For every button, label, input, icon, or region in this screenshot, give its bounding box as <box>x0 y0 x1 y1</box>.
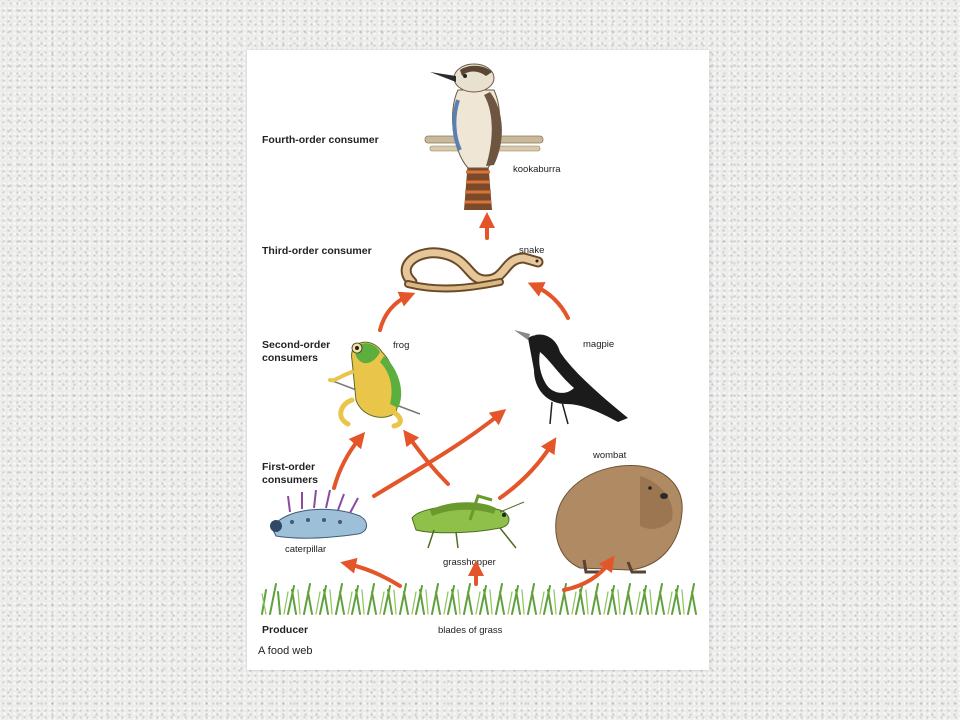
arrow-caterpillar-to-frog <box>332 431 366 490</box>
figure-caption: A food web <box>258 645 312 657</box>
snake-illustration <box>400 247 544 293</box>
magpie-illustration <box>514 330 628 425</box>
kookaburra-label: kookaburra <box>513 164 561 175</box>
snake-label: snake <box>519 245 544 256</box>
level-label-second-line2: consumers <box>262 352 318 364</box>
grasshopper-illustration <box>411 494 525 549</box>
caterpillar-label: caterpillar <box>285 544 326 555</box>
arrow-grass-to-caterpillar <box>340 557 402 588</box>
arrow-magpie-to-snake <box>527 282 570 320</box>
kookaburra-illustration <box>424 63 544 210</box>
frog-label: frog <box>393 340 409 351</box>
level-label-third: Third-order consumer <box>262 245 372 257</box>
food-web-arrows <box>332 212 615 592</box>
level-label-fourth: Fourth-order consumer <box>262 134 379 146</box>
level-label-first-line2: consumers <box>262 474 318 486</box>
grass-shading <box>261 589 685 615</box>
arrow-caterpillar-to-magpie <box>372 409 507 498</box>
magpie-label: magpie <box>583 339 614 350</box>
arrow-grasshopper-to-frog <box>403 429 450 486</box>
frog-illustration <box>328 341 421 429</box>
grasshopper-label: grasshopper <box>443 557 496 568</box>
grass-label: blades of grass <box>438 625 503 636</box>
level-label-producer: Producer <box>262 624 308 636</box>
wombat-label: wombat <box>592 450 627 461</box>
caterpillar-illustration <box>270 489 367 539</box>
level-label-second-line1: Second-order <box>262 339 330 351</box>
level-label-first-line1: First-order <box>262 461 315 473</box>
arrow-frog-to-snake <box>378 291 416 332</box>
arrow-grass-to-wombat <box>562 555 615 592</box>
arrow-grasshopper-to-magpie <box>498 437 557 500</box>
wombat-illustration <box>555 465 683 574</box>
